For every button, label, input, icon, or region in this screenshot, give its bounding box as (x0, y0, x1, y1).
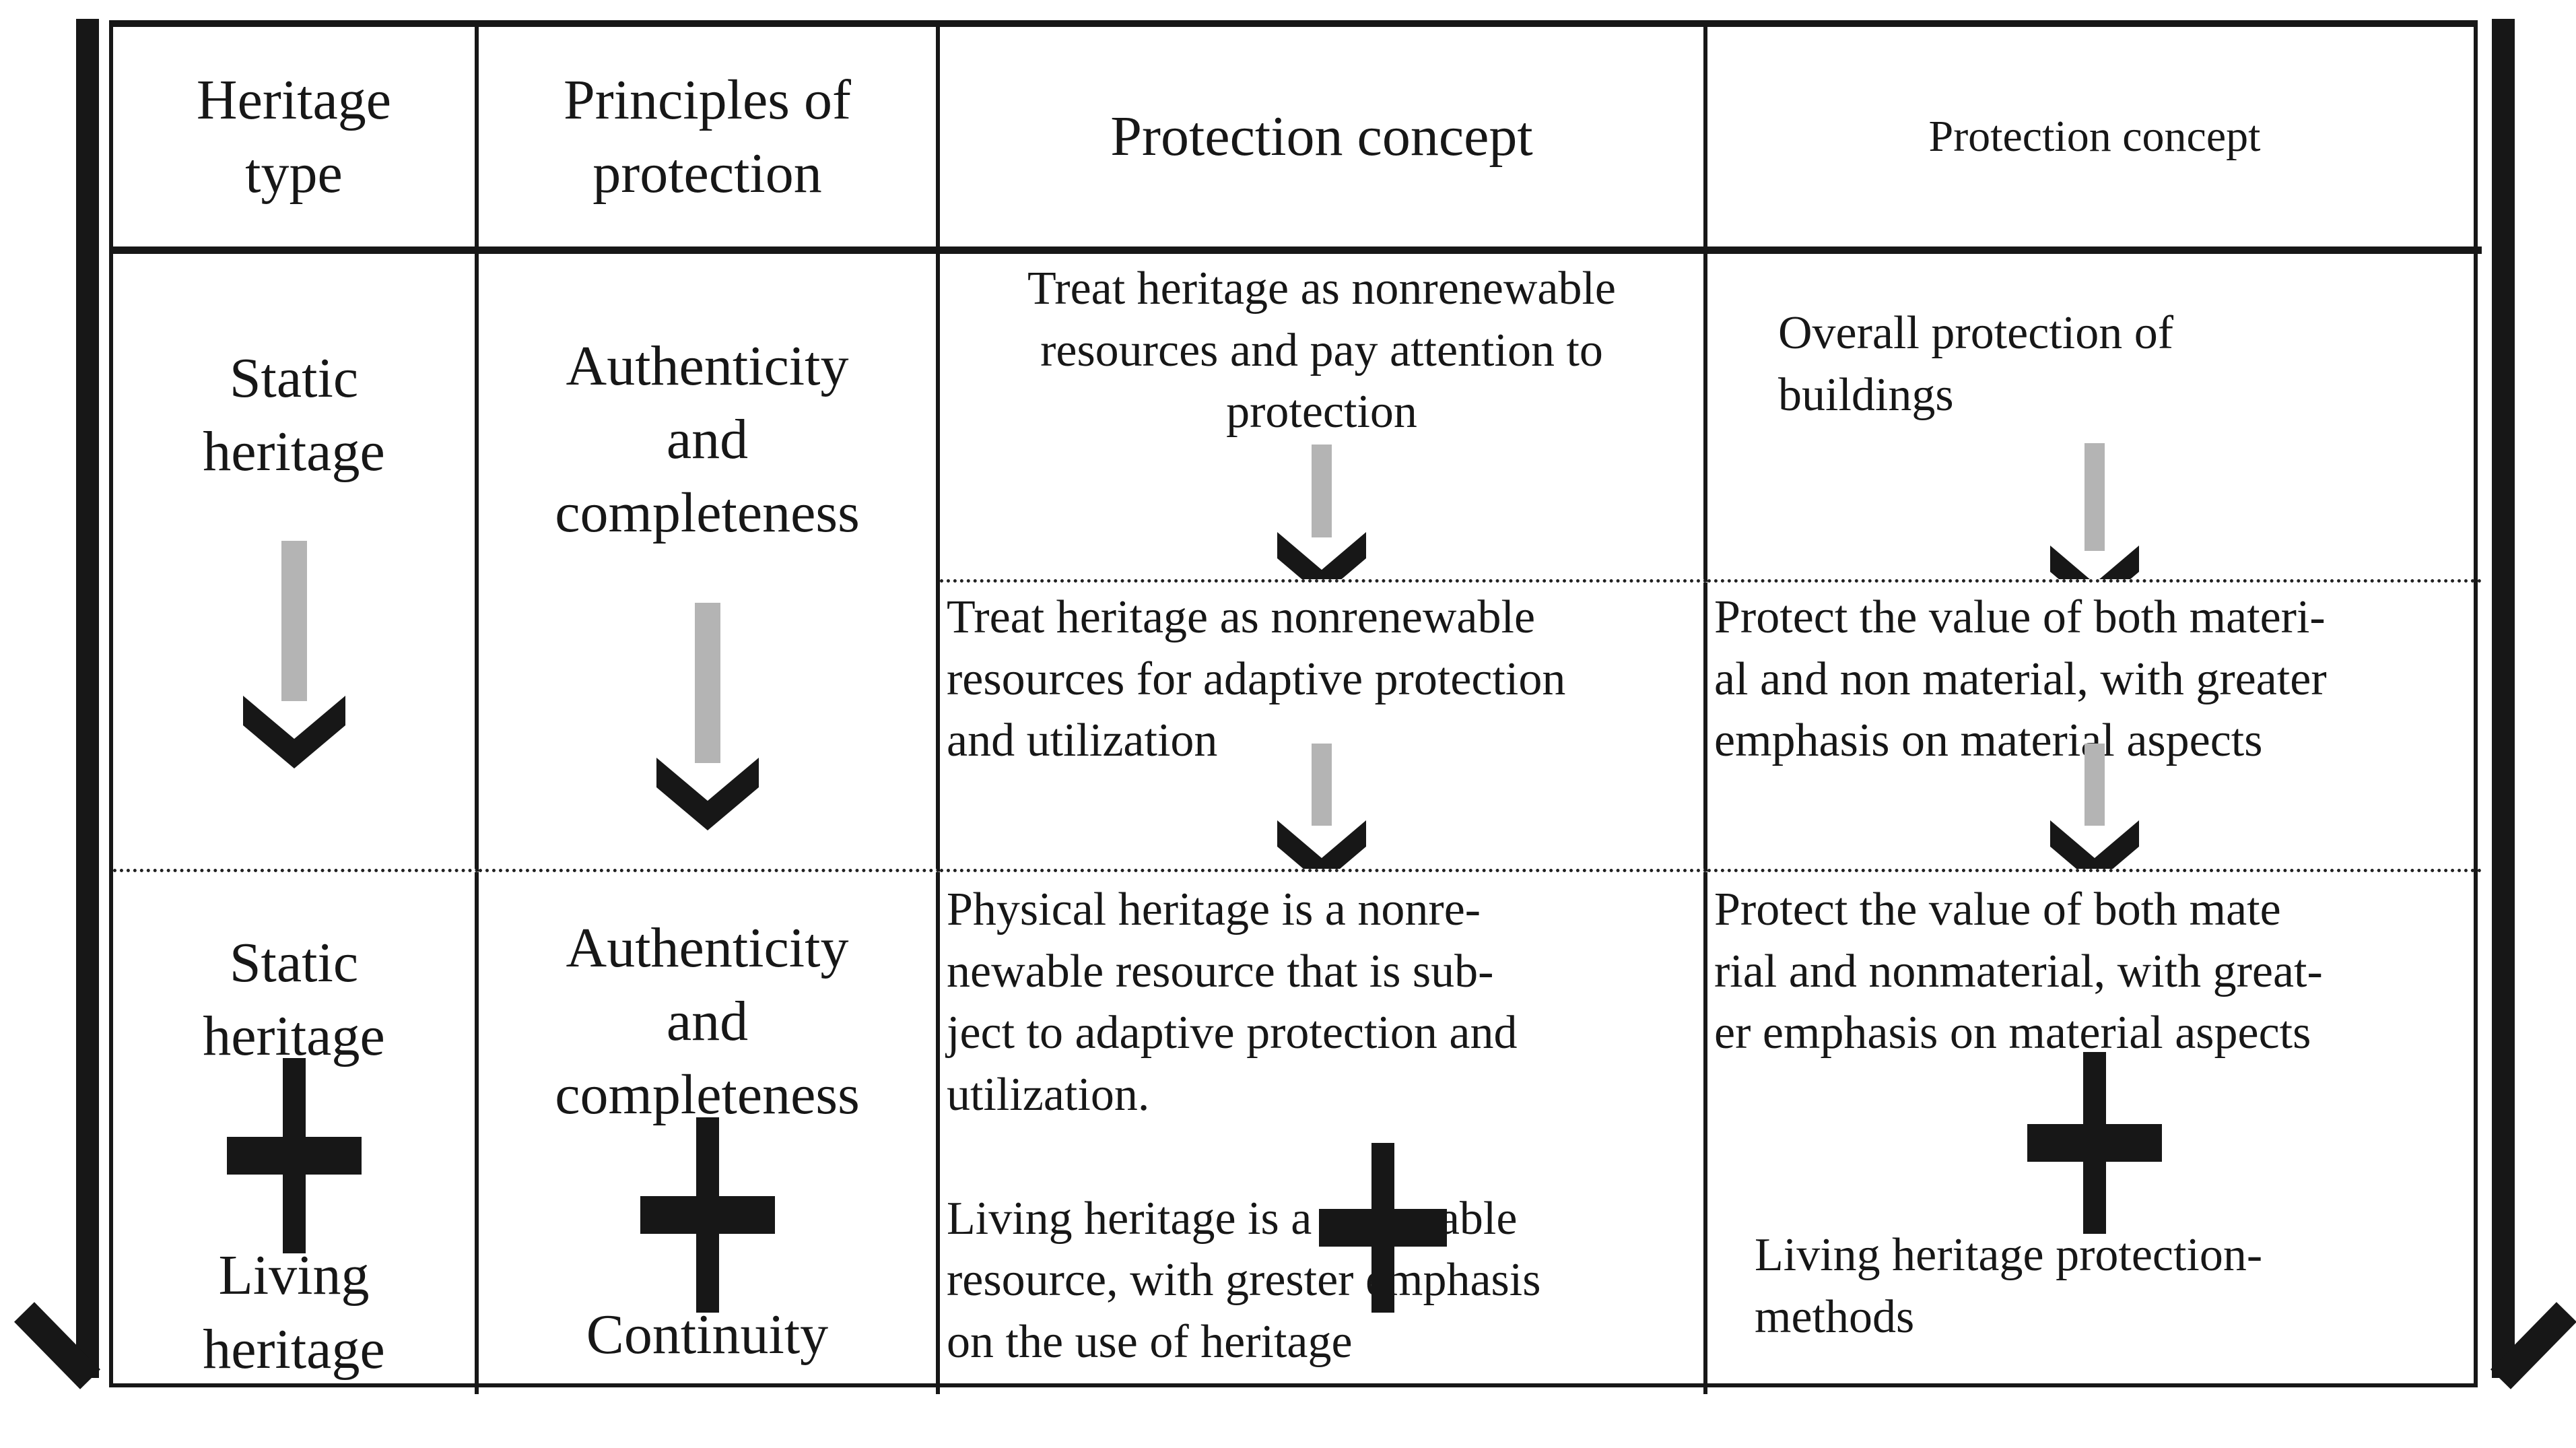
heritage-protection-table: Heritage type Principles of protection P… (109, 20, 2482, 1394)
static-principles-label: Authenticity and completeness (555, 335, 860, 545)
combined-concept-core-part2: Living heritage is a renewable resource,… (947, 1192, 1541, 1369)
down-arrow-icon (1277, 445, 1366, 579)
down-arrow-icon (2050, 744, 2139, 869)
combined-heritage-part1: Static heritage (203, 931, 385, 1068)
plus-icon (1319, 1143, 1447, 1313)
right-flow-arrow-icon (2490, 19, 2576, 1389)
combined-concept-detail-part1: Protect the value of both mate rial and … (1714, 884, 2323, 1059)
header-protection-concept-1-label: Protection concept (1110, 105, 1533, 168)
arrow-shaft (281, 541, 307, 702)
plus-icon (227, 1058, 362, 1253)
cell-combined-concept-core: Physical heritage is a nonre- newable re… (940, 872, 1707, 1394)
header-principles: Principles of protection (479, 27, 940, 254)
cell-stage1-concept-core: Treat heritage as nonrenewable resources… (940, 254, 1707, 583)
cell-combined-heritage-type: Static heritage Living heritage (113, 872, 479, 1394)
left-flow-arrow-icon (14, 19, 100, 1389)
plus-icon (2027, 1052, 2162, 1234)
cell-combined-concept-detail: Protect the value of both mate rial and … (1707, 872, 2482, 1394)
arrow-shaft (1312, 445, 1332, 538)
stage1-concept-core-text: Treat heritage as nonrenewable resources… (1027, 263, 1616, 438)
cell-static-heritage-type: Static heritage (113, 254, 479, 872)
down-arrow-icon (242, 541, 345, 769)
arrowhead-icon (2050, 546, 2139, 579)
combined-principles-part1: Authenticity and completeness (555, 917, 860, 1127)
header-principles-label: Principles of protection (564, 68, 851, 205)
header-protection-concept-1: Protection concept (940, 27, 1707, 254)
header-protection-concept-2: Protection concept (1707, 27, 2482, 254)
arrowhead-icon (242, 696, 345, 769)
arrow-shaft (2084, 744, 2105, 826)
stage2-concept-detail-text: Protect the value of both materi- al and… (1714, 591, 2327, 767)
static-heritage-label: Static heritage (203, 347, 385, 484)
stage2-concept-core-text: Treat heritage as nonrenewable resources… (947, 591, 1566, 767)
header-protection-concept-2-label: Protection concept (1928, 112, 2261, 162)
header-heritage-type-label: Heritage type (196, 68, 392, 205)
plus-icon (640, 1117, 775, 1313)
down-arrow-icon (656, 602, 759, 830)
cell-stage2-concept-core: Treat heritage as nonrenewable resources… (940, 583, 1707, 872)
combined-concept-detail-part2: Living heritage protection- methods (1755, 1229, 2263, 1343)
arrow-shaft (2084, 443, 2105, 552)
cell-static-principles: Authenticity and completeness (479, 254, 940, 872)
combined-heritage-part2: Living heritage (203, 1244, 385, 1381)
arrow-shaft (694, 602, 720, 763)
combined-principles-part2: Continuity (586, 1303, 829, 1366)
stage1-concept-detail-text: Overall protection of buildings (1778, 307, 2174, 421)
cell-combined-principles: Authenticity and completeness Continuity (479, 872, 940, 1394)
arrow-shaft (1312, 744, 1332, 826)
arrowhead-icon (656, 757, 759, 830)
down-arrow-icon (1277, 744, 1366, 869)
arrowhead-icon (2050, 820, 2139, 869)
down-arrow-icon (2050, 443, 2139, 579)
header-heritage-type: Heritage type (113, 27, 479, 254)
arrowhead-icon (1277, 532, 1366, 579)
arrowhead-icon (1277, 820, 1366, 869)
combined-concept-core-part1: Physical heritage is a nonre- newable re… (947, 884, 1518, 1121)
cell-stage1-concept-detail: Overall protection of buildings (1707, 254, 2482, 583)
cell-stage2-concept-detail: Protect the value of both materi- al and… (1707, 583, 2482, 872)
